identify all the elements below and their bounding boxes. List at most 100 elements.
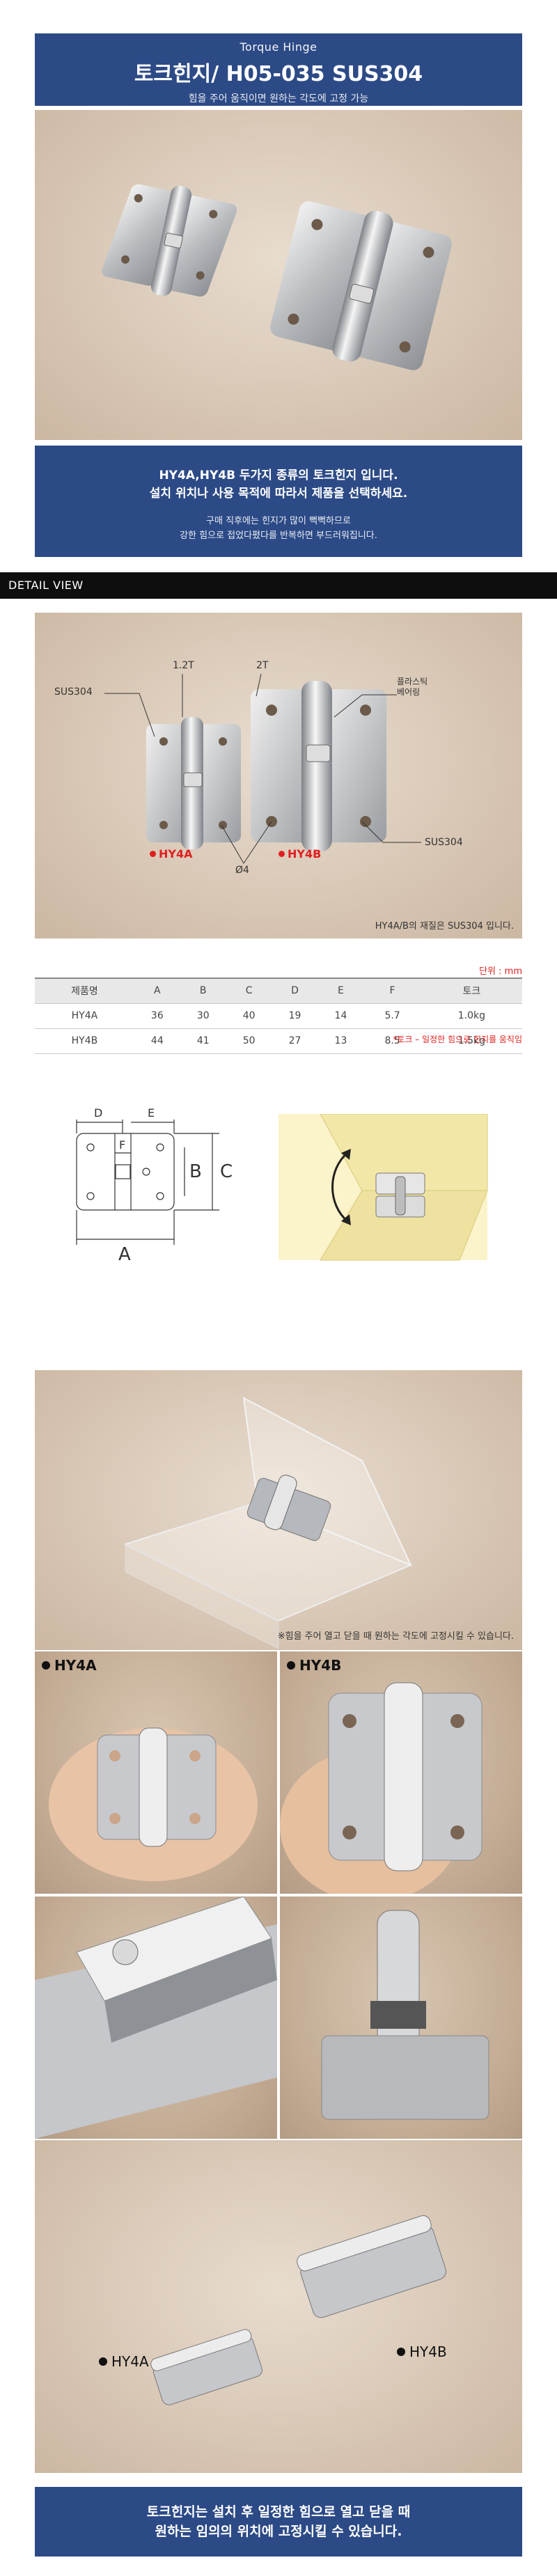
bullet-icon bbox=[287, 1661, 295, 1670]
spec-header: F bbox=[363, 977, 421, 1004]
plastic-bearing-label: 플라스틱 베어링 bbox=[397, 677, 427, 698]
grid-label-hy4b-text: HY4B bbox=[299, 1657, 342, 1674]
header-subtitle: Torque Hinge bbox=[240, 40, 317, 54]
spec-header: A bbox=[134, 977, 180, 1004]
intro-line3: 구매 직후에는 힌지가 많이 뻑뻑하므로 bbox=[206, 516, 351, 526]
spec-header-row: 제품명 A B C D E F 토크 bbox=[35, 977, 522, 1004]
hy4a-detail-label: HY4A bbox=[150, 847, 193, 861]
spec-header: C bbox=[226, 977, 272, 1004]
photo-closeup-knuckle bbox=[35, 1896, 277, 2139]
hole-diameter-label: Ø4 bbox=[235, 865, 249, 876]
dim-b: B bbox=[189, 1161, 202, 1182]
sus-left-label: SUS304 bbox=[54, 686, 93, 698]
spec-header: D bbox=[272, 977, 318, 1004]
table-cell: 36 bbox=[134, 1003, 180, 1029]
footer-line2: 원하는 임의의 위치에 고정시킬 수 있습니다. bbox=[155, 2524, 402, 2539]
hinge-large bbox=[270, 201, 452, 370]
spec-table: 제품명 A B C D E F 토크 HY4A 36 30 40 19 14 5… bbox=[35, 977, 522, 1054]
table-cell: 1.0kg bbox=[421, 1003, 522, 1029]
red-bullet-icon bbox=[278, 851, 285, 857]
last-label-hy4a: HY4A bbox=[99, 2353, 149, 2370]
detail-hinges-illustration bbox=[104, 673, 421, 864]
detail-photo: SUS304 1.2T 2T 플라스틱 베어링 HY4A HY4B Ø4 SUS… bbox=[35, 613, 522, 938]
hinge-small bbox=[102, 184, 237, 297]
unit-label: 단위 : mm bbox=[479, 966, 522, 977]
folded-hinges-photo: HY4A HY4B bbox=[35, 2140, 522, 2473]
dim-d: D bbox=[94, 1106, 102, 1120]
hand-hinge-small-image bbox=[49, 1727, 258, 1881]
acrylic-note: ※힘을 주어 열고 닫을 때 원하는 각도에 고정시킬 수 있습니다. bbox=[277, 1631, 514, 1642]
bullet-icon bbox=[99, 2357, 107, 2366]
table-cell: 50 bbox=[226, 1028, 272, 1054]
header-description: 힘을 주어 움직이면 원하는 각도에 고정 가능 bbox=[188, 93, 369, 104]
table-cell: 40 bbox=[226, 1003, 272, 1029]
table-cell: 30 bbox=[180, 1003, 226, 1029]
acrylic-box-photo: ※힘을 주어 열고 닫을 때 원하는 각도에 고정시킬 수 있습니다. bbox=[35, 1370, 522, 1650]
table-row: HY4A 36 30 40 19 14 5.7 1.0kg bbox=[35, 1003, 522, 1029]
rotate-arrow-icon bbox=[331, 1151, 349, 1223]
photo-hy4b-hand: HY4B bbox=[280, 1651, 522, 1894]
material-note: HY4A/B의 재질은 SUS304 입니다. bbox=[375, 921, 514, 932]
last-label-hy4b: HY4B bbox=[397, 2343, 447, 2360]
detail-view-bar: DETAIL VIEW bbox=[0, 572, 557, 599]
hy4a-detail-text: HY4A bbox=[159, 847, 193, 861]
bullet-icon bbox=[42, 1661, 50, 1670]
grid-label-hy4a: HY4A bbox=[42, 1657, 97, 1674]
hy4b-detail-text: HY4B bbox=[288, 847, 322, 861]
torque-note: *토크 – 일정한 힘으로 힌지를 움직임 bbox=[393, 1035, 522, 1044]
plastic-bearing-line1: 플라스틱 bbox=[397, 677, 428, 686]
footer-line1: 토크힌지는 설치 후 일정한 힘으로 열고 닫을 때 bbox=[146, 2504, 411, 2520]
dim-e: E bbox=[148, 1106, 155, 1120]
red-bullet-icon bbox=[150, 851, 156, 857]
installation-sketch bbox=[278, 1114, 488, 1261]
dim-c: C bbox=[220, 1161, 233, 1182]
spec-header: 토크 bbox=[421, 977, 522, 1004]
last-label-hy4a-text: HY4A bbox=[111, 2353, 149, 2370]
table-cell: 44 bbox=[134, 1028, 180, 1054]
header-banner: Torque Hinge 토크힌지/ H05-035 SUS304 힘을 주어 … bbox=[35, 33, 522, 106]
spec-header: E bbox=[317, 977, 364, 1004]
table-cell: 41 bbox=[180, 1028, 226, 1054]
photo-hy4a-hand: HY4A bbox=[35, 1651, 277, 1894]
table-cell: 8.5 bbox=[363, 1028, 421, 1054]
intro-banner: HY4A,HY4B 두가지 종류의 토크힌지 입니다. 설치 위치나 사용 목적… bbox=[35, 446, 522, 557]
header-title: 토크힌지/ H05-035 SUS304 bbox=[134, 62, 423, 86]
folded-hinges-illustration bbox=[150, 2215, 447, 2405]
sus-right-label: SUS304 bbox=[425, 837, 463, 848]
table-cell: 19 bbox=[272, 1003, 318, 1029]
closeup-knuckle-image bbox=[35, 1896, 277, 2139]
side-knuckle-image bbox=[321, 1910, 489, 2120]
hinge-pair-illustration bbox=[102, 184, 452, 370]
hand-hinge-large-image bbox=[280, 1682, 483, 1894]
bullet-icon bbox=[397, 2348, 405, 2356]
hy4b-detail-label: HY4B bbox=[278, 847, 321, 861]
grid-label-hy4b: HY4B bbox=[287, 1657, 341, 1674]
intro-line2: 설치 위치나 사용 목적에 따라서 제품을 선택하세요. bbox=[149, 487, 408, 501]
dimension-diagram: D E F B C A bbox=[76, 1106, 233, 1265]
intro-line4: 강한 힘으로 접었다폈다를 반복하면 부드러워집니다. bbox=[180, 531, 377, 541]
photo-grid: HY4A HY4B bbox=[35, 1651, 522, 2139]
intro-line1: HY4A,HY4B 두가지 종류의 토크힌지 입니다. bbox=[159, 469, 398, 482]
table-cell: HY4B bbox=[35, 1028, 134, 1054]
main-product-photo bbox=[35, 110, 522, 440]
table-cell: 13 bbox=[317, 1028, 364, 1054]
thickness-a-label: 1.2T bbox=[173, 660, 194, 671]
table-cell: 5.7 bbox=[363, 1003, 421, 1029]
thickness-b-label: 2T bbox=[256, 660, 269, 671]
table-cell: 14 bbox=[317, 1003, 364, 1029]
plastic-bearing-line2: 베어링 bbox=[397, 687, 421, 697]
footer-banner: 토크힌지는 설치 후 일정한 힘으로 열고 닫을 때 원하는 임의의 위치에 고… bbox=[35, 2487, 522, 2557]
spec-header: 제품명 bbox=[35, 977, 134, 1004]
table-cell: 1.5kg bbox=[421, 1028, 522, 1054]
acrylic-box-illustration bbox=[123, 1397, 413, 1649]
last-label-hy4b-text: HY4B bbox=[409, 2343, 447, 2360]
photo-side-knuckle bbox=[280, 1896, 522, 2139]
grid-label-hy4a-text: HY4A bbox=[54, 1657, 97, 1674]
dim-f: F bbox=[119, 1138, 125, 1152]
spec-header: B bbox=[180, 977, 226, 1004]
table-cell: 27 bbox=[272, 1028, 318, 1054]
dim-a: A bbox=[118, 1244, 131, 1265]
table-row: HY4B 44 41 50 27 13 8.5 1.5kg bbox=[35, 1028, 522, 1054]
table-cell: HY4A bbox=[35, 1003, 134, 1029]
